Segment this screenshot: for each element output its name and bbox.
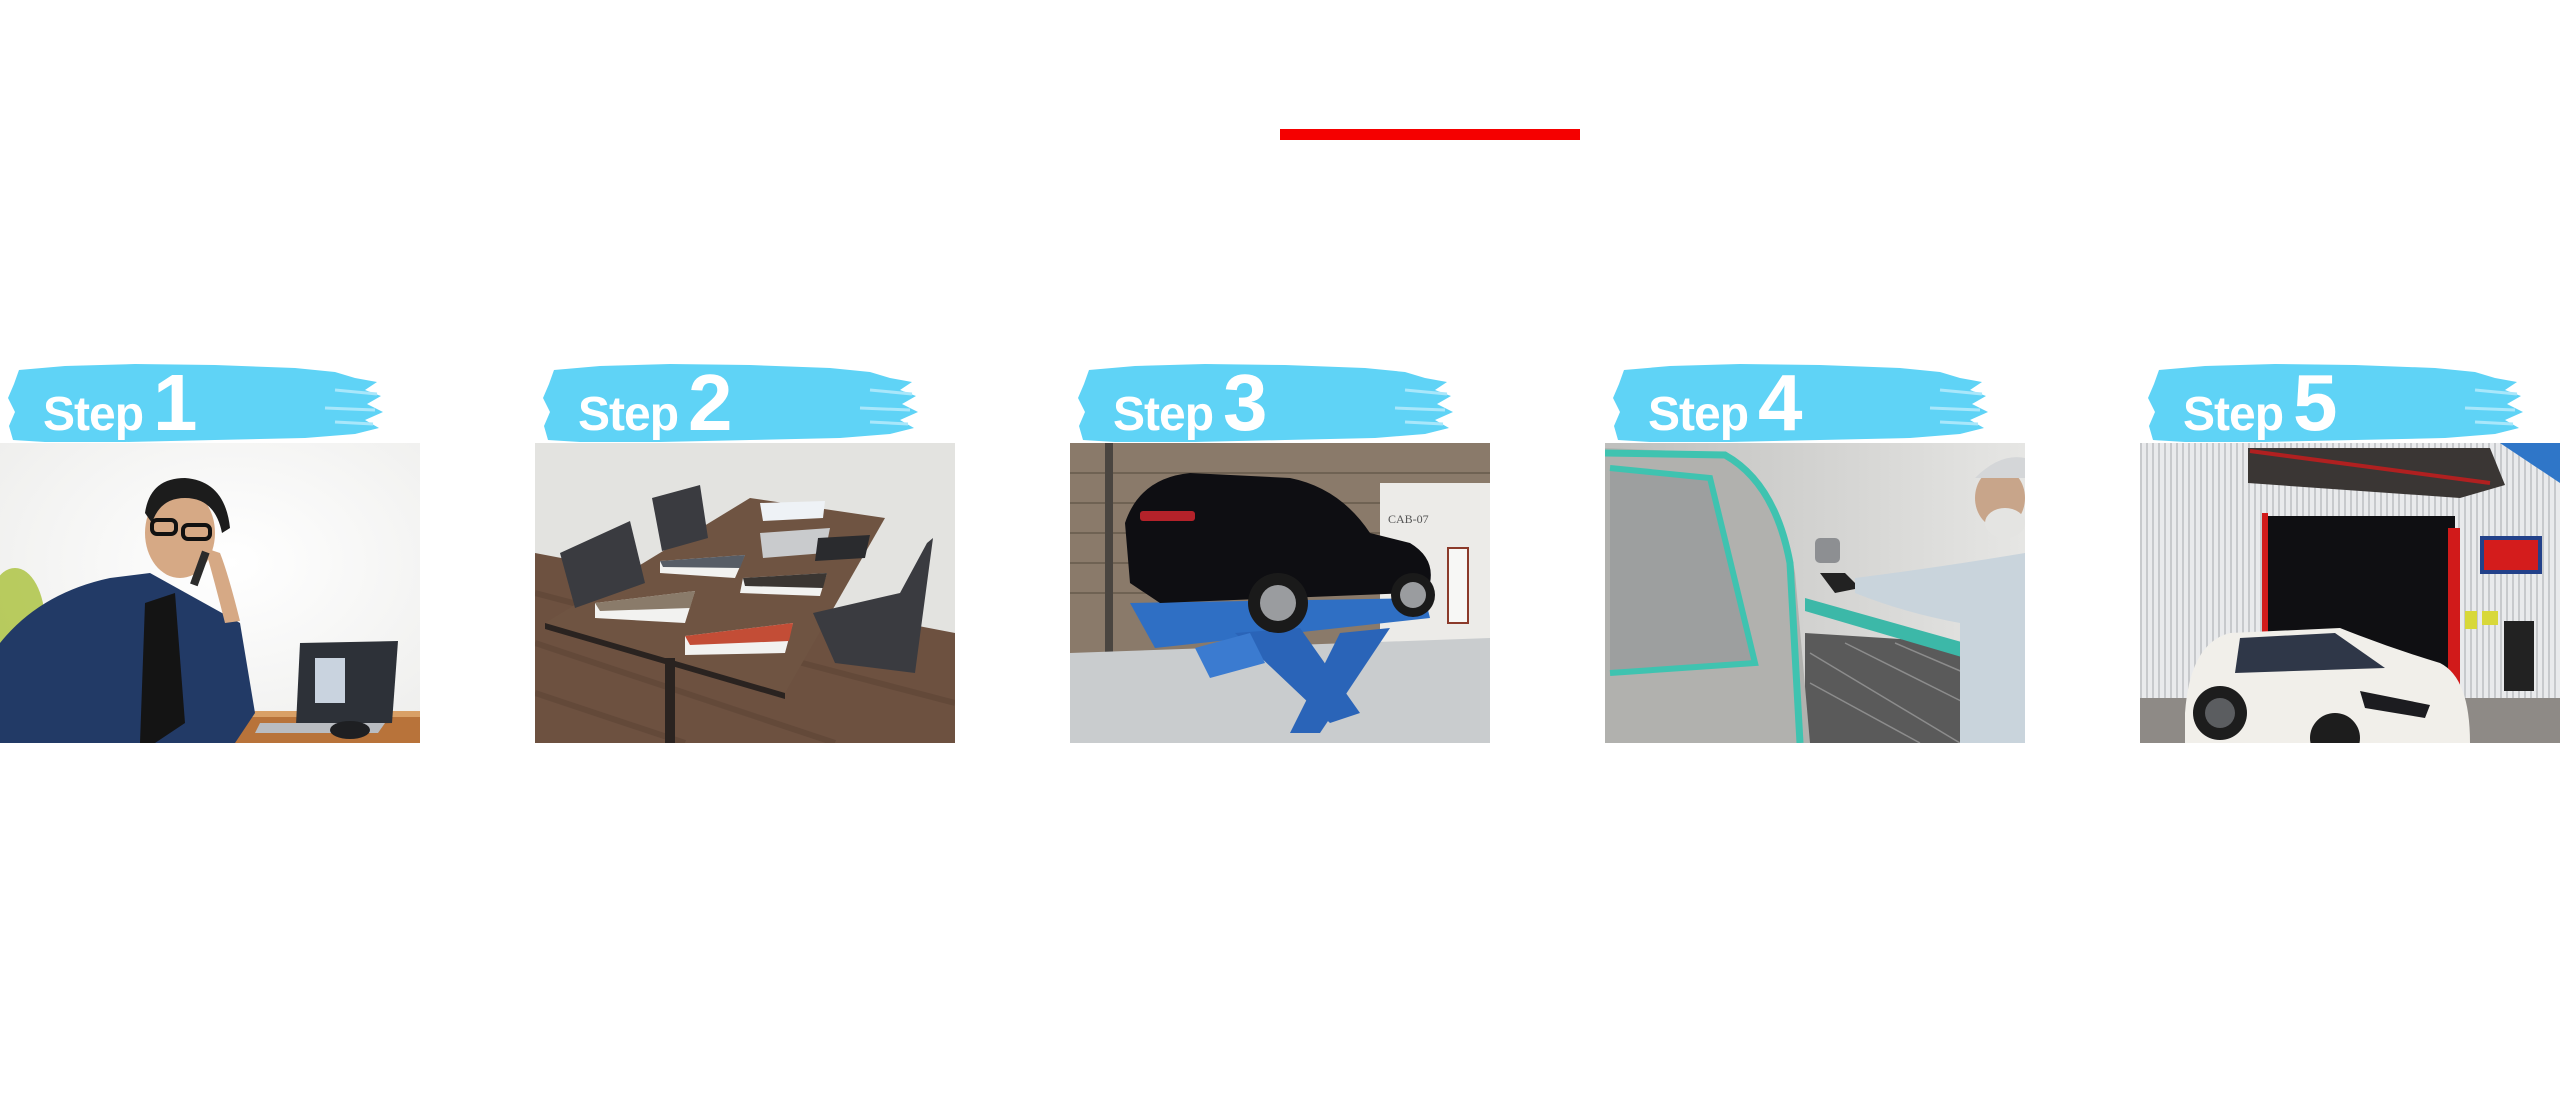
step-label: Step bbox=[578, 388, 679, 441]
step-badge-1: Step 1 bbox=[5, 360, 385, 445]
step-card-1: Step 1 bbox=[0, 355, 420, 1055]
brush-stroke-icon bbox=[543, 364, 918, 442]
step-card-3: Step 3 CAB-07 bbox=[1070, 355, 1490, 1055]
step-number: 4 bbox=[1758, 358, 1802, 447]
heading-underline bbox=[1280, 129, 1580, 140]
brush-stroke-icon bbox=[8, 364, 383, 442]
step-photo-2 bbox=[535, 443, 955, 743]
brush-stroke-icon bbox=[1078, 364, 1453, 442]
step-badge-2: Step 2 bbox=[540, 360, 920, 445]
step-badge-3: Step 3 bbox=[1075, 360, 1455, 445]
step-number: 1 bbox=[153, 358, 197, 447]
brush-stroke-icon bbox=[1613, 364, 1988, 442]
step-card-2: Step 2 bbox=[535, 355, 955, 1055]
step-label: Step bbox=[43, 388, 144, 441]
step-label: Step bbox=[2183, 388, 2284, 441]
step-photo-3: CAB-07 bbox=[1070, 443, 1490, 743]
step-badge-5: Step 5 bbox=[2145, 360, 2525, 445]
brush-stroke-icon bbox=[2148, 364, 2523, 442]
step-card-4: Step 4 bbox=[1605, 355, 2025, 1055]
step-photo-5 bbox=[2140, 443, 2560, 743]
steps-row: Step 1 bbox=[0, 355, 2560, 1055]
spray-painting-photo-icon bbox=[1605, 443, 2025, 743]
meeting-table-photo-icon bbox=[535, 443, 955, 743]
garage-exterior-photo-icon bbox=[2140, 443, 2560, 743]
step-badge-4: Step 4 bbox=[1610, 360, 1990, 445]
step-photo-4 bbox=[1605, 443, 2025, 743]
step-number: 2 bbox=[688, 358, 732, 447]
section-heading bbox=[0, 10, 2560, 110]
step-label: Step bbox=[1648, 388, 1749, 441]
man-on-phone-photo-icon bbox=[0, 443, 420, 743]
step-card-5: Step 5 bbox=[2140, 355, 2560, 1055]
step-number: 3 bbox=[1223, 358, 1267, 447]
car-lift-photo-icon: CAB-07 bbox=[1070, 443, 1490, 743]
step-photo-1 bbox=[0, 443, 420, 743]
booth-label: CAB-07 bbox=[1388, 512, 1429, 526]
step-label: Step bbox=[1113, 388, 1214, 441]
step-number: 5 bbox=[2293, 358, 2337, 447]
